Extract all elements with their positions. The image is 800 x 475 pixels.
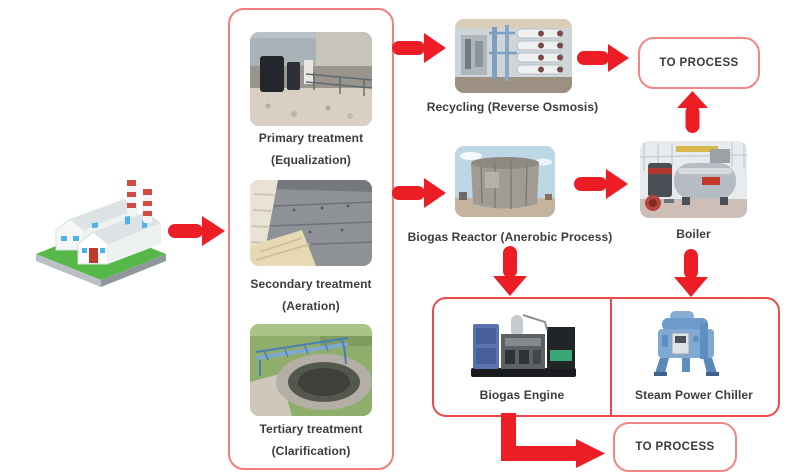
treatment-stages-box: Primary treatment (Equalization) Seconda… <box>228 8 394 470</box>
tertiary-treatment-subtitle: (Clarification) <box>271 444 351 458</box>
equipment-box-divider <box>610 297 612 417</box>
arrow-engine-to-process-icon <box>501 413 605 468</box>
biogas-engine-photo <box>465 310 582 383</box>
secondary-treatment-title: Secondary treatment <box>250 277 372 291</box>
primary-treatment-subtitle: (Equalization) <box>270 153 352 167</box>
arrow-reactor-to-engine-icon <box>493 246 527 296</box>
secondary-treatment-label: Secondary treatment (Aeration) <box>230 273 392 317</box>
primary-treatment-label: Primary treatment (Equalization) <box>230 127 392 171</box>
arrow-treatment-to-reactor-icon <box>392 178 446 208</box>
factory-icon <box>30 148 172 293</box>
tertiary-treatment-label: Tertiary treatment (Clarification) <box>230 418 392 462</box>
to-process-top-box: TO PROCESS <box>638 37 760 89</box>
to-process-bottom-label: TO PROCESS <box>635 441 715 453</box>
boiler-photo <box>640 141 747 218</box>
secondary-treatment-photo <box>250 180 372 266</box>
arrow-boiler-to-process-icon <box>677 91 708 133</box>
tertiary-treatment-photo <box>250 324 372 416</box>
to-process-bottom-box: TO PROCESS <box>613 422 737 472</box>
recycling-photo <box>455 19 572 93</box>
arrow-factory-to-treatment-icon <box>168 216 225 246</box>
biogas-engine-label: Biogas Engine <box>479 388 565 402</box>
primary-treatment-photo <box>250 32 372 126</box>
boiler-label: Boiler <box>676 227 711 241</box>
secondary-treatment-subtitle: (Aeration) <box>282 299 340 313</box>
equipment-box: Biogas Engine Steam Power Chiller <box>432 297 780 417</box>
to-process-top-label: TO PROCESS <box>659 57 739 69</box>
recycling-label: Recycling (Reverse Osmosis) <box>426 100 599 114</box>
arrow-boiler-to-chiller-icon <box>674 249 708 297</box>
arrow-recycling-to-process-icon <box>577 44 629 72</box>
arrow-treatment-to-recycling-icon <box>392 33 446 63</box>
tertiary-treatment-title: Tertiary treatment <box>259 422 363 436</box>
steam-power-chiller-photo <box>650 309 722 378</box>
biogas-reactor-photo <box>455 146 555 217</box>
biogas-reactor-label: Biogas Reactor (Anerobic Process) <box>407 230 613 244</box>
arrow-reactor-to-boiler-icon <box>574 169 628 199</box>
steam-power-chiller-label: Steam Power Chiller <box>635 388 753 402</box>
primary-treatment-title: Primary treatment <box>258 131 364 145</box>
